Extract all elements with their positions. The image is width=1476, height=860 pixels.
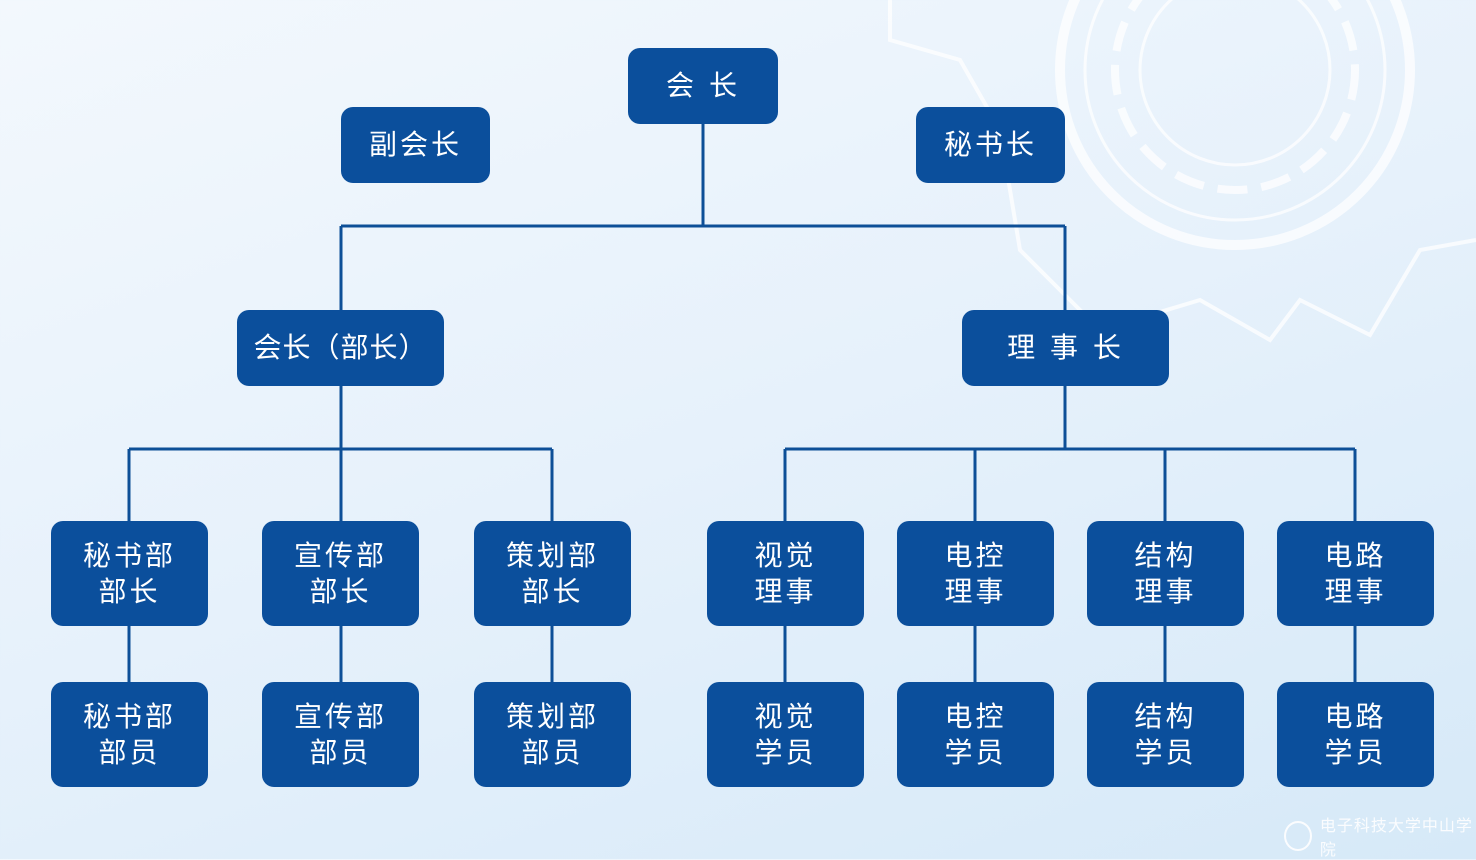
node-president[interactable]: 会 长	[628, 48, 778, 124]
node-label: 电控	[944, 538, 1007, 572]
node-label: 电路	[1324, 699, 1387, 733]
node-label: 副会长	[368, 128, 462, 161]
logo-text: 电子科技大学中山学院	[1319, 816, 1473, 859]
node-label: 策划部	[505, 538, 599, 572]
node-member[interactable]: 秘书部部员	[51, 682, 208, 787]
node-label: 学员	[1134, 735, 1197, 769]
node-label: 部员	[98, 735, 161, 769]
node-label: 学员	[944, 735, 1007, 769]
node-label: 会长（部长）	[253, 331, 428, 364]
node-label: 结构	[1134, 538, 1197, 572]
node-label: 理事	[944, 574, 1007, 608]
node-head[interactable]: 视觉理事	[707, 521, 864, 626]
node-label: 部长	[309, 574, 372, 608]
node-label: 秘书长	[943, 128, 1037, 161]
node-label: 视觉	[754, 538, 817, 572]
node-label: 学员	[754, 735, 817, 769]
node-label: 视觉	[754, 699, 817, 733]
node-member[interactable]: 电控学员	[897, 682, 1054, 787]
node-head[interactable]: 电路理事	[1277, 521, 1434, 626]
node-label: 宣传部	[293, 699, 387, 733]
node-label: 策划部	[505, 699, 599, 733]
node-label: 理事	[754, 574, 817, 608]
node-label: 部长	[98, 574, 161, 608]
node-label: 秘书部	[82, 538, 176, 572]
school-logo: 电子科技大学中山学院	[1284, 812, 1476, 860]
node-label: 结构	[1134, 699, 1197, 733]
node-member[interactable]: 视觉学员	[707, 682, 864, 787]
node-label: 电控	[944, 699, 1007, 733]
node-label: 部长	[521, 574, 584, 608]
node-member[interactable]: 电路学员	[1277, 682, 1434, 787]
node-label: 宣传部	[293, 538, 387, 572]
node-label: 秘书部	[82, 699, 176, 733]
node-label: 部员	[309, 735, 372, 769]
node-president-minister[interactable]: 会长（部长）	[237, 310, 444, 386]
node-head[interactable]: 电控理事	[897, 521, 1054, 626]
node-label: 理事	[1324, 574, 1387, 608]
node-label: 电路	[1324, 538, 1387, 572]
node-label: 理事	[1134, 574, 1197, 608]
node-secretary-general[interactable]: 秘书长	[916, 107, 1065, 183]
node-vice-president[interactable]: 副会长	[341, 107, 490, 183]
node-head[interactable]: 宣传部部长	[262, 521, 419, 626]
node-label: 部员	[521, 735, 584, 769]
node-director-chief[interactable]: 理 事 长	[962, 310, 1169, 386]
node-member[interactable]: 策划部部员	[474, 682, 631, 787]
node-label: 学员	[1324, 735, 1387, 769]
node-label: 会 长	[666, 69, 740, 102]
node-label: 理 事 长	[1007, 331, 1124, 364]
node-head[interactable]: 策划部部长	[474, 521, 631, 626]
node-head[interactable]: 结构理事	[1087, 521, 1244, 626]
node-head[interactable]: 秘书部部长	[51, 521, 208, 626]
school-seal-icon	[1284, 821, 1312, 851]
node-member[interactable]: 宣传部部员	[262, 682, 419, 787]
node-member[interactable]: 结构学员	[1087, 682, 1244, 787]
